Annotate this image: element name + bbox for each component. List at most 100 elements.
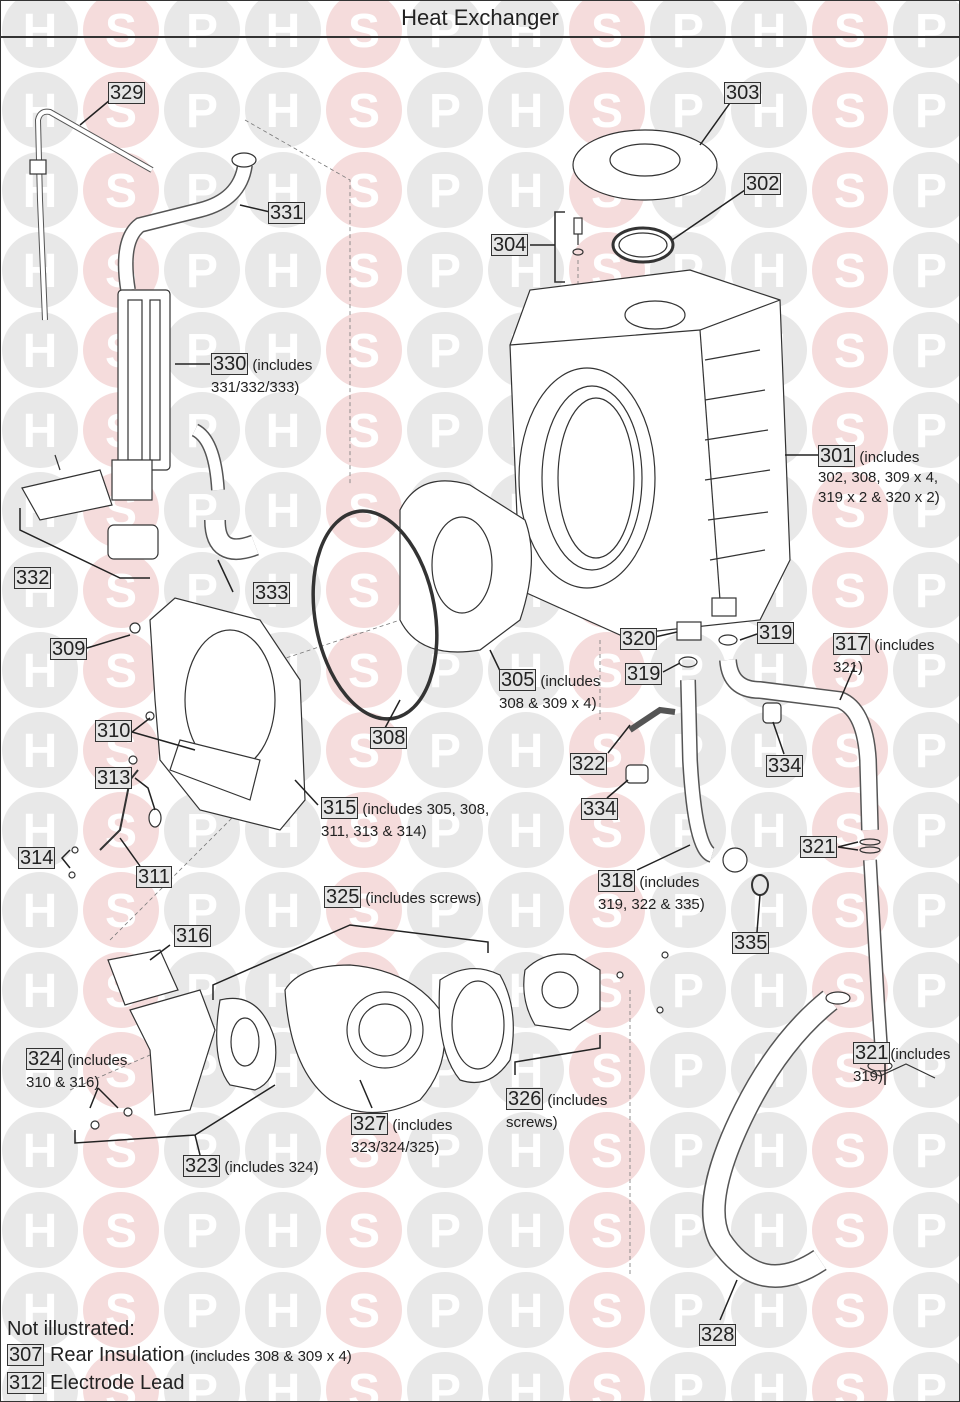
callout-310[interactable]: 310 (95, 720, 133, 744)
includes-text: (includes 324) (224, 1159, 319, 1176)
watermark-p-mark: P (164, 1192, 240, 1268)
part-331-pipe (117, 152, 257, 292)
svg-text:H: H (752, 5, 787, 58)
svg-text:P: P (186, 245, 218, 298)
watermark-h-mark: H (245, 1272, 321, 1348)
watermark-p-mark: P (650, 1352, 726, 1402)
part-number: 332 (14, 567, 52, 589)
watermark-p-mark: P (893, 872, 960, 948)
part-number: 322 (570, 753, 608, 775)
svg-text:S: S (834, 885, 866, 938)
callout-316[interactable]: 316 (174, 925, 212, 949)
watermark-h-mark: H (245, 1352, 321, 1402)
callout-313[interactable]: 313 (95, 767, 133, 791)
svg-text:P: P (672, 1125, 704, 1178)
watermark-s-mark: S (83, 1272, 159, 1348)
callout-328[interactable]: 328 (699, 1324, 737, 1348)
callout-331[interactable]: 331 (268, 202, 306, 226)
callout-334-right[interactable]: 334 (766, 755, 804, 779)
callout-311[interactable]: 311 (136, 866, 172, 890)
part-334-sensors (625, 702, 782, 784)
svg-text:S: S (105, 1045, 137, 1098)
svg-text:S: S (834, 325, 866, 378)
watermark-h-mark: H (2, 872, 78, 948)
part-330-manifold (111, 289, 171, 501)
watermark-h-mark: H (488, 152, 564, 228)
part-number: 319 (625, 663, 663, 685)
callout-321-upper[interactable]: 321 (800, 836, 838, 860)
svg-text:S: S (591, 85, 623, 138)
callout-332[interactable]: 332 (14, 567, 52, 591)
svg-text:P: P (915, 805, 947, 858)
svg-text:S: S (348, 325, 380, 378)
callout-320[interactable]: 320 (620, 628, 658, 652)
part-327-fan (284, 964, 446, 1114)
callout-329[interactable]: 329 (108, 82, 146, 106)
part-333-elbow (191, 423, 259, 560)
svg-text:H: H (509, 885, 544, 938)
callout-319-left[interactable]: 319 (625, 663, 663, 687)
svg-text:P: P (429, 1365, 461, 1402)
svg-text:P: P (915, 1285, 947, 1338)
watermark-h-mark: H (488, 1352, 564, 1402)
notes-heading: Not illustrated: (7, 1318, 135, 1340)
part-324-adapter (90, 949, 216, 1130)
svg-text:S: S (348, 245, 380, 298)
svg-text:S: S (348, 1205, 380, 1258)
watermark-s-mark: S (812, 1272, 888, 1348)
watermark-h-mark: H (731, 0, 807, 68)
watermark-p-mark: P (164, 1272, 240, 1348)
callout-314[interactable]: 314 (18, 847, 56, 871)
part-323-gasket (216, 997, 277, 1091)
svg-text:P: P (672, 1285, 704, 1338)
part-304-sensor (554, 211, 584, 283)
callout-302[interactable]: 302 (744, 173, 782, 197)
note-item[interactable]: 307 Rear Insulation (includes 308 & 309 … (7, 1342, 352, 1370)
callout-308[interactable]: 308 (370, 727, 408, 751)
part-328-flue (701, 990, 851, 1288)
includes-text: (includes (859, 449, 920, 466)
part-number: 316 (174, 925, 212, 947)
svg-text:P: P (429, 405, 461, 458)
part-number: 327 (351, 1113, 389, 1135)
watermark-s-mark: S (326, 712, 402, 788)
callout-335[interactable]: 335 (732, 932, 770, 956)
callout-315[interactable]: 315(includes 305, 308,311, 313 & 314) (321, 797, 489, 843)
watermark-h-mark: H (488, 1272, 564, 1348)
svg-text:P: P (672, 965, 704, 1018)
callout-303[interactable]: 303 (724, 82, 762, 106)
watermark-p-mark: P (893, 1272, 960, 1348)
note-item[interactable]: 312 Electrode Lead (7, 1370, 352, 1396)
watermark-p-mark: P (407, 1112, 483, 1188)
watermark-s-mark: S (812, 152, 888, 228)
callout-333[interactable]: 333 (253, 582, 291, 606)
callout-319-right[interactable]: 319 (757, 622, 795, 646)
callout-304[interactable]: 304 (491, 234, 529, 258)
watermark-s-mark: S (326, 1192, 402, 1268)
watermark-s-mark: S (812, 312, 888, 388)
part-number: 325 (324, 886, 362, 908)
watermark-p-mark: P (407, 872, 483, 948)
callout-325[interactable]: 325(includes screws) (324, 886, 481, 910)
watermark-p-mark: P (407, 232, 483, 308)
callout-334-left[interactable]: 334 (581, 798, 619, 822)
watermark-h-mark: H (245, 312, 321, 388)
includes-text: (includes (252, 357, 313, 374)
watermark-s-mark: S (569, 72, 645, 148)
callout-322[interactable]: 322 (570, 753, 608, 777)
part-310-screws (128, 711, 155, 765)
callout-309[interactable]: 309 (50, 638, 88, 662)
watermark-p-mark: P (893, 72, 960, 148)
callout-323[interactable]: 323(includes 324) (183, 1155, 319, 1179)
svg-text:H: H (266, 5, 301, 58)
watermark-h-mark: H (488, 72, 564, 148)
